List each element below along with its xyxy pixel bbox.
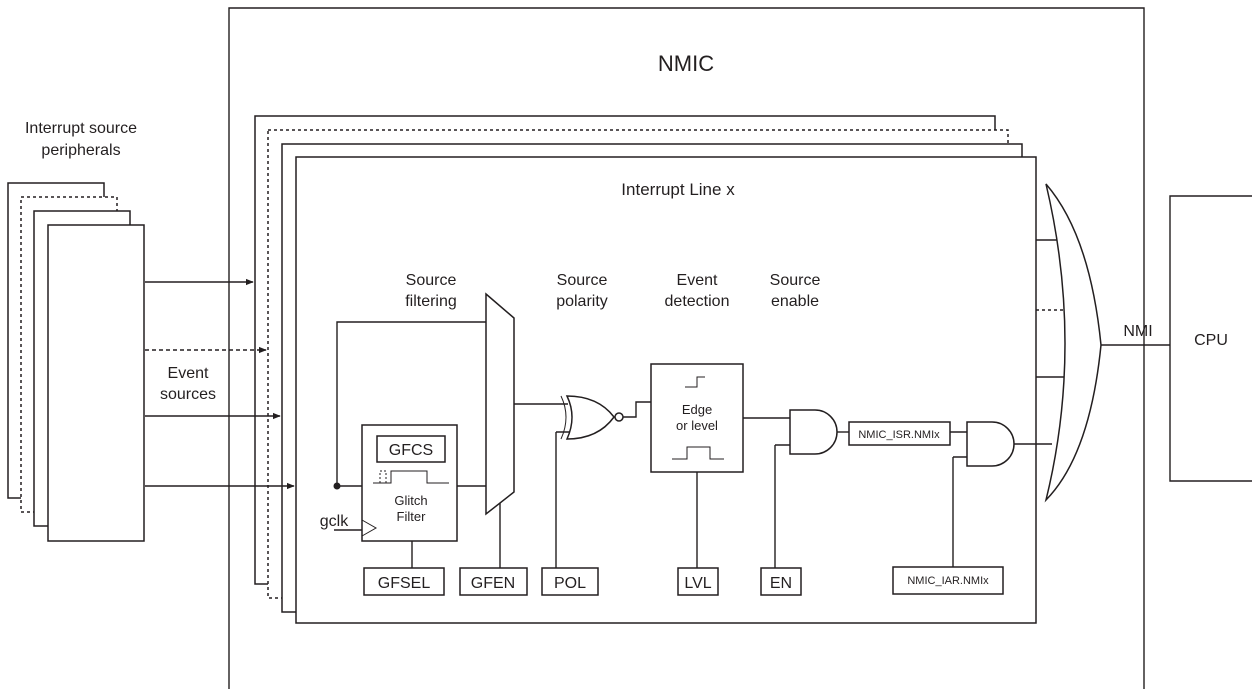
- stage-detection-line2: detection: [665, 293, 730, 310]
- xnor-gate: [565, 395, 615, 440]
- event-sources-label-line1: Event: [168, 365, 209, 382]
- interrupt-line-title: Interrupt Line x: [621, 180, 735, 199]
- gfsel-label: GFSEL: [378, 575, 431, 592]
- edge-level-label-line1: Edge: [682, 402, 712, 417]
- nmic-title: NMIC: [658, 51, 714, 76]
- gfcs-label: GFCS: [389, 442, 433, 459]
- nmi-label: NMI: [1123, 323, 1152, 340]
- isr-label: NMIC_ISR.NMIx: [858, 429, 940, 441]
- cpu-label: CPU: [1194, 332, 1228, 349]
- output-and-gate: [966, 421, 1015, 467]
- gfen-register: [459, 567, 528, 596]
- pol-label: POL: [554, 575, 586, 592]
- stage-polarity-line2: polarity: [556, 293, 608, 310]
- edge-waveform: [685, 376, 705, 388]
- xnor-to-detect-wire: [623, 401, 651, 418]
- glitch-filter-label-line1: Glitch: [394, 493, 427, 508]
- stage-enable-line2: enable: [771, 293, 819, 310]
- xnor-back-curve: [560, 395, 567, 440]
- peripherals-label-line2: peripherals: [41, 142, 120, 159]
- stage-filtering-line2: filtering: [405, 293, 457, 310]
- stage-polarity-line1: Source: [557, 272, 608, 289]
- interrupt-line-stack: [254, 115, 1037, 624]
- level-waveform: [672, 446, 724, 460]
- event-sources-label-line2: sources: [160, 386, 216, 403]
- lvl-register: [677, 567, 719, 596]
- stage-filtering-line1: Source: [406, 272, 457, 289]
- nmi-or-gate: [1044, 183, 1102, 503]
- edge-level-label-line2: or level: [676, 418, 718, 433]
- gfen-label: GFEN: [471, 575, 515, 592]
- gfsel-register: [363, 567, 445, 596]
- gclk-label: gclk: [320, 513, 349, 530]
- clock-input-triangle: [361, 519, 378, 537]
- lvl-label: LVL: [684, 575, 711, 592]
- glitch-filter-label-line2: Filter: [397, 509, 427, 524]
- source-filter-mux: [485, 292, 515, 516]
- iar-wire: [952, 456, 967, 567]
- peripheral-stack: [7, 182, 145, 542]
- glitch-pulse-dashed: [379, 470, 387, 483]
- peripherals-label-line1: Interrupt source: [25, 120, 137, 137]
- cpu-block: [1169, 195, 1252, 482]
- stage-detection-line1: Event: [677, 272, 718, 289]
- enable-and-gate: [789, 409, 838, 455]
- en-register: [760, 567, 802, 596]
- pol-register: [541, 567, 599, 596]
- nmic-block: [228, 7, 1145, 689]
- glitch-filter-waveform: [373, 470, 449, 484]
- gfcs-register: [376, 435, 446, 463]
- bypass-wire: [336, 321, 486, 486]
- xnor-inversion-bubble: [614, 412, 624, 422]
- en-label: EN: [770, 575, 792, 592]
- iar-register: [892, 566, 1004, 595]
- stage-enable-line1: Source: [770, 272, 821, 289]
- en-wire: [774, 444, 790, 568]
- isr-register: [848, 421, 951, 446]
- iar-label: NMIC_IAR.NMIx: [907, 575, 989, 587]
